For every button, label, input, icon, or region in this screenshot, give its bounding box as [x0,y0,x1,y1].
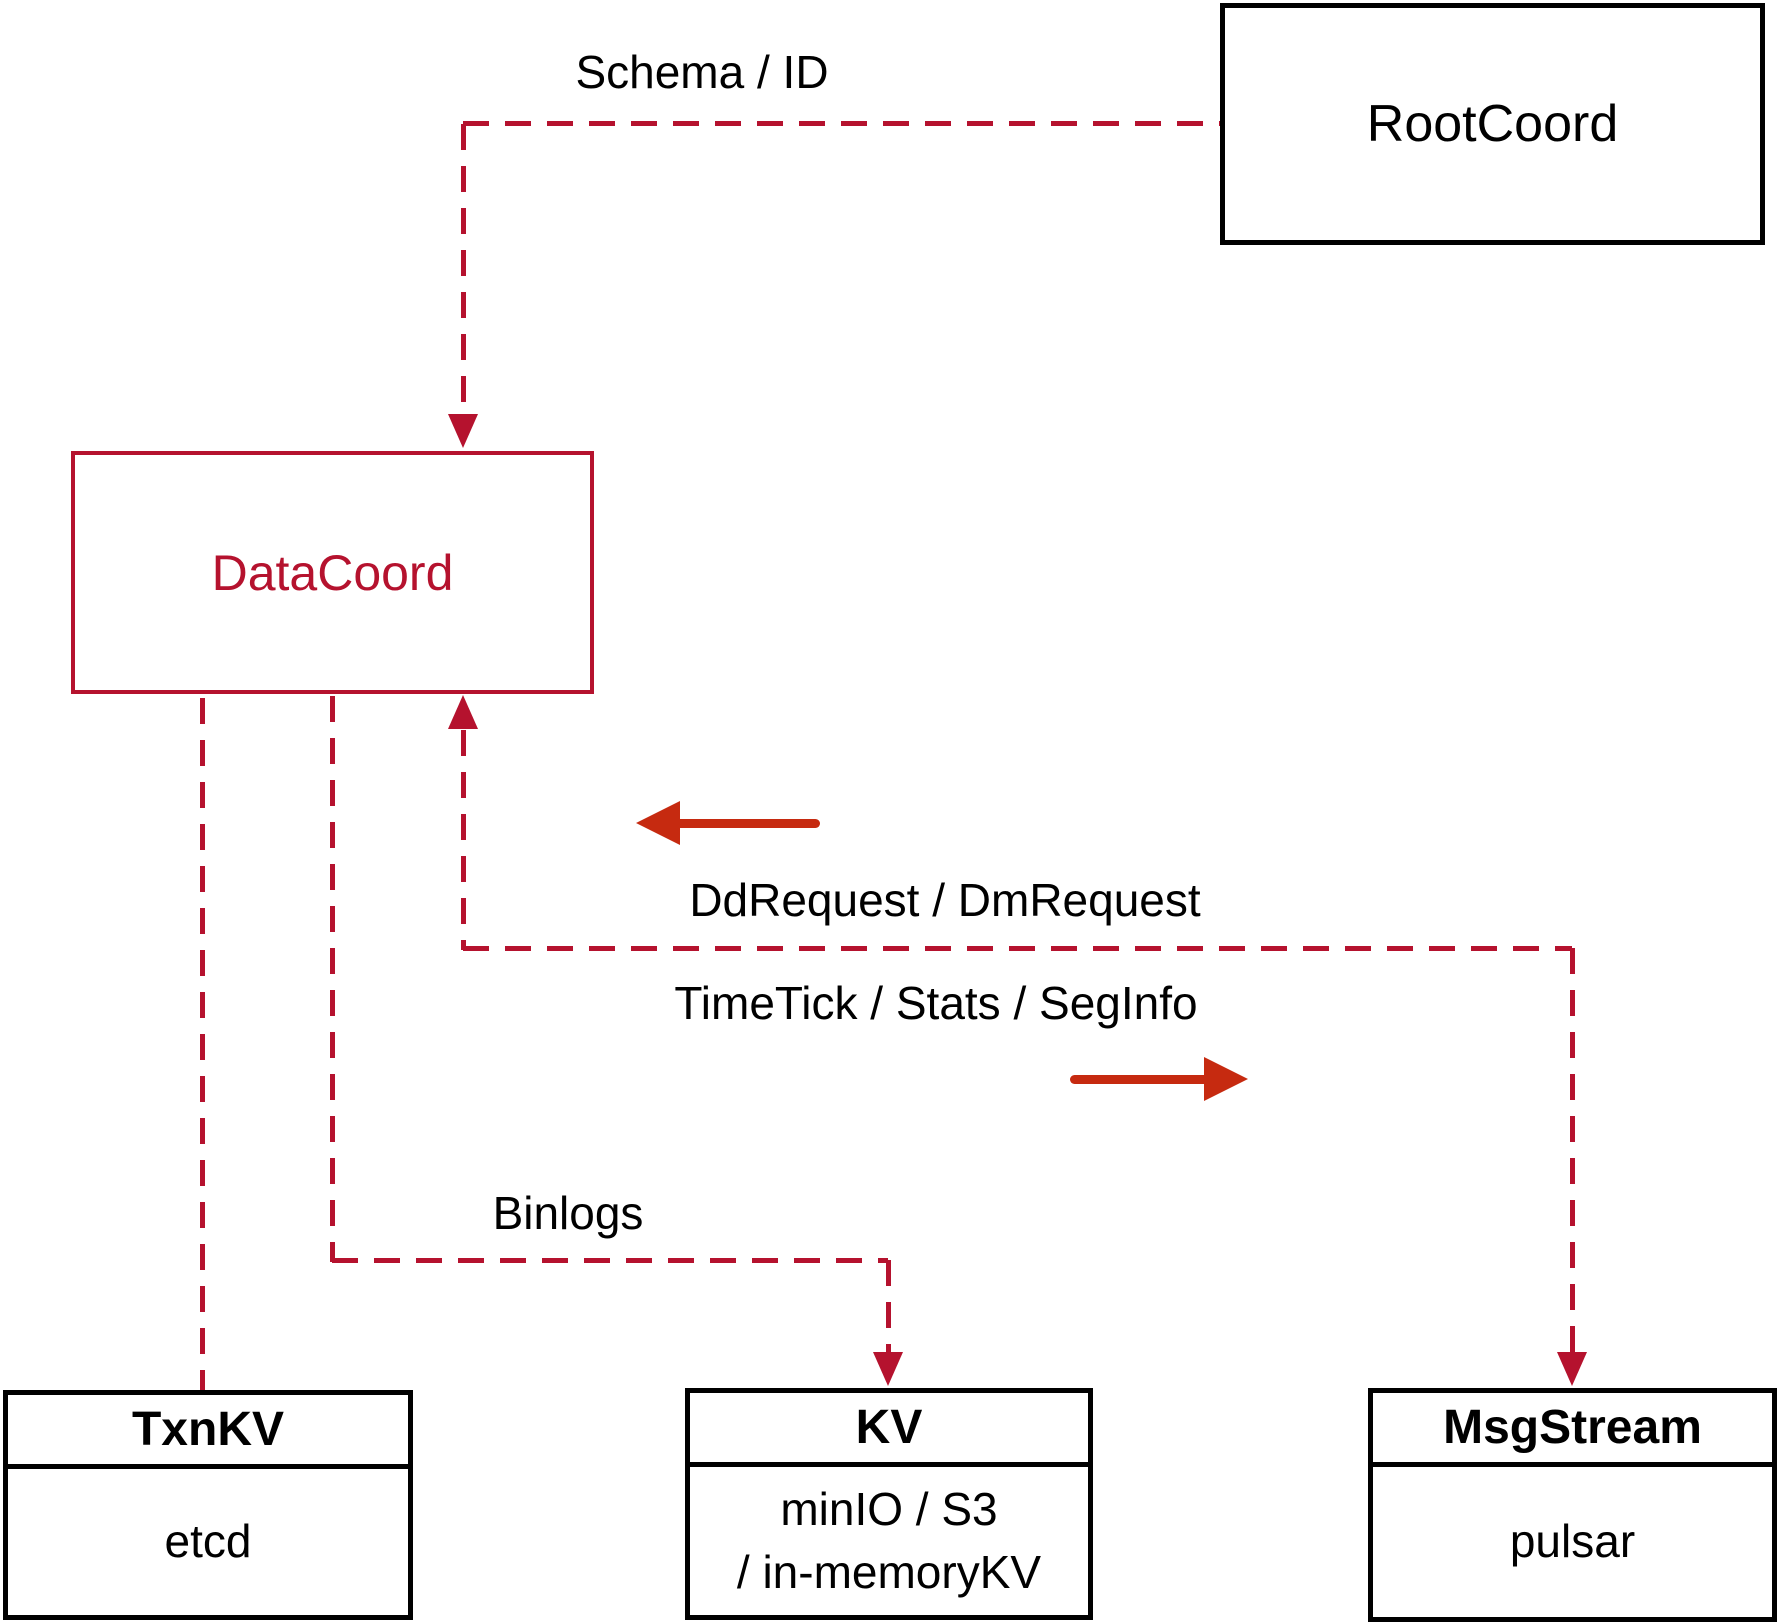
node-txnkv-header: TxnKV [8,1395,408,1469]
node-txnkv: TxnKV etcd [3,1390,413,1620]
edge-label-binlogs: Binlogs [492,1187,644,1239]
node-msgstream: MsgStream pulsar [1368,1388,1777,1622]
schema-id-connector-vertical [461,124,466,416]
node-kv: KV minIO / S3 / in-memoryKV [685,1388,1093,1620]
edge-label-schema-id: Schema / ID [575,46,829,98]
node-datacoord-label: DataCoord [211,544,454,601]
node-msgstream-body: pulsar [1509,1515,1636,1568]
node-rootcoord: RootCoord [1220,3,1765,245]
right-direction-arrow-shaft-icon [1070,1075,1210,1084]
node-datacoord: DataCoord [71,451,594,694]
arrowhead-into-datacoord-bottom-icon [448,695,478,729]
ddrequest-connector-vertical [461,730,466,950]
binlogs-connector-vertical-2 [886,1260,891,1354]
arrowhead-into-kv-icon [873,1352,903,1386]
msgstream-connector-vertical [1570,948,1575,1354]
schema-id-connector-horizontal [463,121,1220,126]
edge-label-timetick-stats-seginfo: TimeTick / Stats / SegInfo [674,977,1198,1029]
node-kv-header: KV [690,1393,1088,1467]
node-txnkv-body: etcd [164,1515,252,1568]
binlogs-connector-vertical-1 [330,696,335,1262]
right-direction-arrow-icon [1204,1057,1248,1101]
timetick-connector-horizontal [463,946,1572,951]
node-kv-body-line1: minIO / S3 [780,1482,998,1535]
arrowhead-into-datacoord-top-icon [448,414,478,448]
txnkv-connector-vertical [200,698,205,1390]
left-direction-arrow-icon [636,801,680,845]
node-msgstream-header: MsgStream [1373,1393,1772,1467]
node-rootcoord-label: RootCoord [1366,95,1619,153]
arrowhead-into-msgstream-icon [1557,1352,1587,1386]
node-kv-body-line2: / in-memoryKV [736,1546,1042,1598]
left-direction-arrow-shaft-icon [672,819,820,828]
edge-label-ddrequest-dmrequest: DdRequest / DmRequest [689,874,1201,926]
binlogs-connector-horizontal [332,1258,888,1263]
